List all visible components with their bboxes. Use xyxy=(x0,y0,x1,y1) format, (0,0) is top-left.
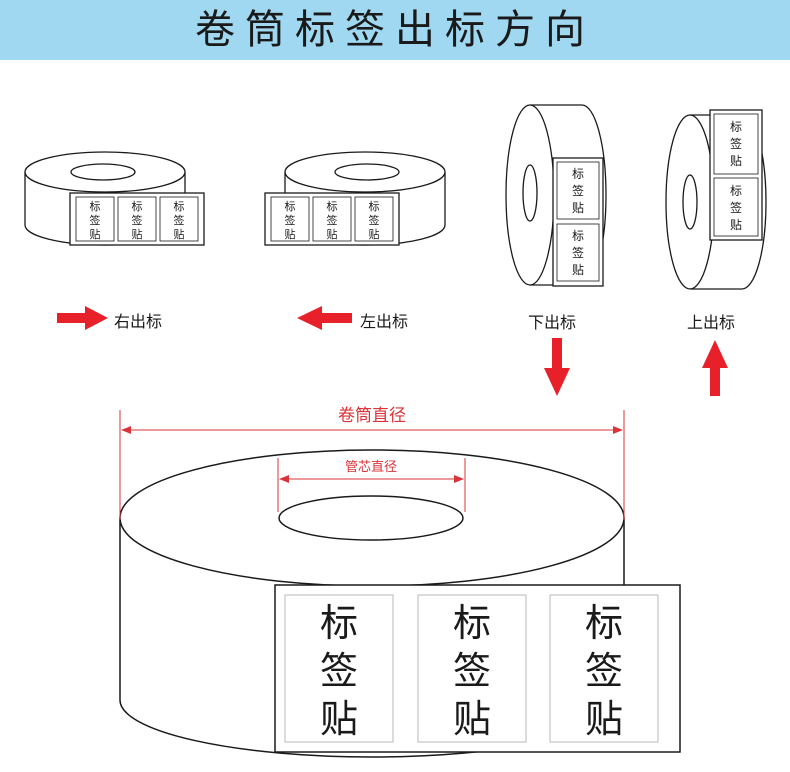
label-text-group-down: 标签贴 标签贴 xyxy=(572,167,584,277)
label-card xyxy=(117,196,157,242)
label-char: 标 xyxy=(132,199,143,213)
label-char: 贴 xyxy=(132,227,143,241)
roll-up-exit xyxy=(665,109,767,290)
label-char: 贴 xyxy=(285,227,296,241)
roll-left-exit xyxy=(264,151,446,246)
label-char: 标 xyxy=(369,199,380,213)
arrow-down-icon xyxy=(544,338,570,396)
label-char: 签 xyxy=(585,649,623,693)
label-char: 签 xyxy=(730,200,742,215)
label-char: 标 xyxy=(327,199,338,213)
label-char: 标 xyxy=(90,199,101,213)
label-card xyxy=(284,594,394,743)
label-char: 贴 xyxy=(174,227,185,241)
roll-diameter-label: 卷筒直径 xyxy=(338,406,406,426)
label-char: 签 xyxy=(174,213,185,227)
label-char: 签 xyxy=(320,649,358,693)
label-char: 标 xyxy=(572,229,584,243)
roll-right-exit xyxy=(24,151,205,246)
label-char: 贴 xyxy=(572,263,584,277)
label-char: 贴 xyxy=(90,227,101,241)
label-char: 标 xyxy=(320,601,358,645)
core-diameter-label: 管芯直径 xyxy=(345,460,397,475)
right-exit-caption: 右出标 xyxy=(114,312,163,331)
label-card xyxy=(270,196,310,242)
label-card xyxy=(417,594,527,743)
page-title: 卷筒标签出标方向 xyxy=(195,7,595,53)
label-char: 标 xyxy=(730,184,742,198)
down-exit-caption: 下出标 xyxy=(528,313,577,332)
label-char: 贴 xyxy=(730,218,742,232)
label-card xyxy=(354,196,394,242)
arrow-up-icon xyxy=(702,340,728,396)
label-char: 贴 xyxy=(327,227,338,241)
label-char: 贴 xyxy=(369,227,380,241)
label-char: 签 xyxy=(327,213,338,227)
roll-diameter-dimension xyxy=(119,410,625,520)
label-char: 贴 xyxy=(453,697,491,741)
label-char: 签 xyxy=(132,213,143,227)
label-char: 贴 xyxy=(730,154,742,168)
label-char: 贴 xyxy=(572,201,584,215)
label-text-group-left: 标签贴 标签贴 标签贴 xyxy=(285,199,380,241)
label-card xyxy=(549,594,659,743)
label-char: 标 xyxy=(285,199,296,213)
arrow-right-icon xyxy=(57,306,108,330)
title-banner: 卷筒标签出标方向 xyxy=(0,0,790,60)
label-card xyxy=(159,196,199,242)
label-card xyxy=(556,223,600,282)
label-char: 签 xyxy=(453,649,491,693)
arrow-left-icon xyxy=(297,306,352,330)
label-char: 标 xyxy=(174,199,185,213)
left-exit-caption: 左出标 xyxy=(360,312,409,331)
label-char: 签 xyxy=(572,183,584,198)
label-card xyxy=(713,113,759,175)
core-diameter-dimension xyxy=(277,458,466,512)
label-char: 标 xyxy=(453,601,491,645)
label-char: 贴 xyxy=(320,697,358,741)
label-char: 签 xyxy=(90,213,101,227)
label-char: 标 xyxy=(585,601,623,645)
label-card xyxy=(312,196,352,242)
roll-down-exit xyxy=(505,104,607,287)
label-char: 签 xyxy=(730,136,742,151)
label-text-group-large: 标签贴 标签贴 标签贴 xyxy=(320,601,623,741)
label-char: 标 xyxy=(572,167,584,181)
up-exit-caption: 上出标 xyxy=(687,313,736,332)
label-text-group-right: 标签贴 标签贴 标签贴 xyxy=(90,199,185,241)
label-char: 贴 xyxy=(585,697,623,741)
label-char: 签 xyxy=(369,213,380,227)
label-card xyxy=(75,196,115,242)
label-char: 标 xyxy=(730,120,742,134)
large-roll xyxy=(119,449,681,758)
label-char: 签 xyxy=(285,213,296,227)
label-char: 签 xyxy=(572,245,584,260)
label-card xyxy=(713,177,759,237)
label-text-group-up: 标签贴 标签贴 xyxy=(730,120,742,232)
label-card xyxy=(556,161,600,220)
